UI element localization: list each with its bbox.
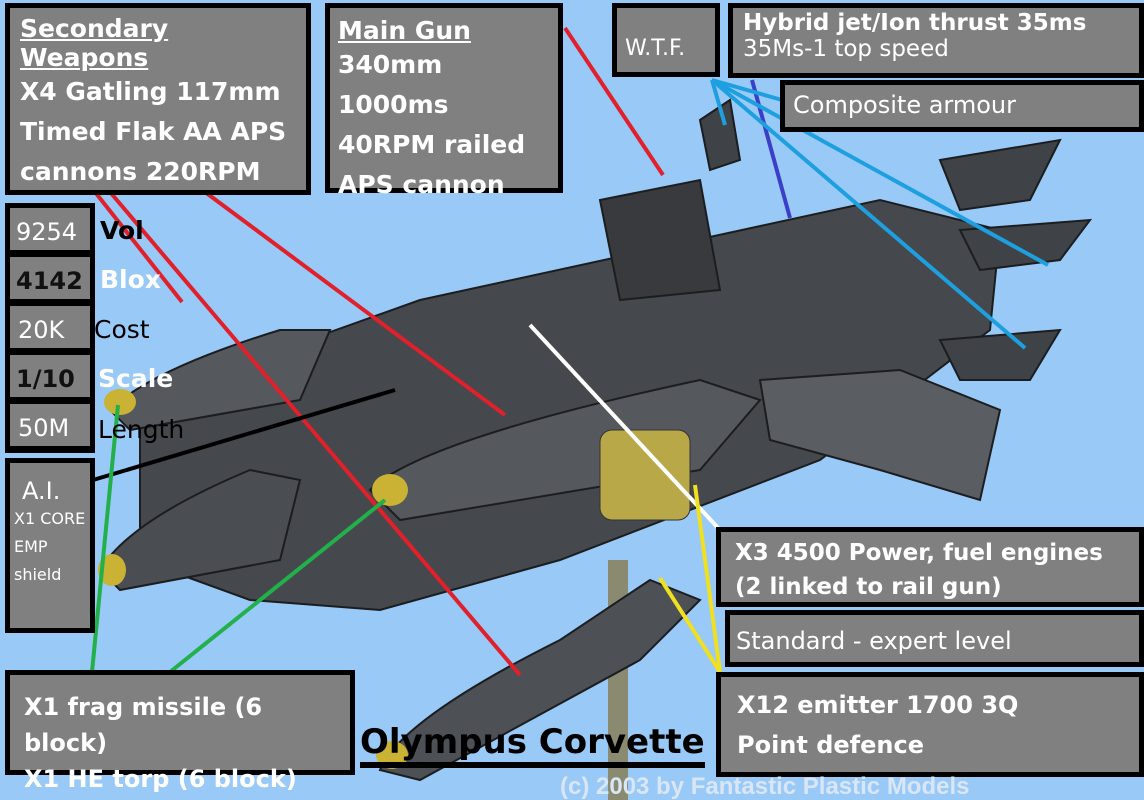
stat-cost-value: 20K — [5, 301, 95, 353]
wtf-box: W.T.F. — [612, 3, 720, 77]
page-title: Olympus Corvette — [360, 722, 705, 768]
main-gun-line: APS cannon — [338, 170, 505, 199]
main-gun-line: 40RPM railed — [338, 130, 526, 159]
ai-box: A.I. X1 CORE EMP shield — [5, 458, 95, 633]
thrust-line2: 35Ms-1 top speed — [743, 36, 949, 62]
thrust-line1: Hybrid jet/Ion thrust 35ms — [743, 10, 1087, 36]
secondary-line: Timed Flak AA APS — [20, 117, 287, 146]
watermark: (c) 2003 by Fantastic Plastic Models — [560, 773, 970, 800]
power-box: X3 4500 Power, fuel engines (2 linked to… — [716, 527, 1144, 607]
missiles-line2: X1 HE torp (6 block) — [24, 765, 297, 793]
crew-level-box: Standard - expert level — [725, 610, 1144, 667]
main-gun-box: Main Gun 340mm 1000ms 40RPM railed APS c… — [325, 3, 563, 199]
stat-vol-value: 9254 — [5, 203, 95, 255]
missiles-box: X1 frag missile (6 block) X1 HE torp (6 … — [5, 670, 355, 793]
stat-vol-label: Vol — [100, 216, 144, 245]
stat-length-value: 50M — [5, 399, 95, 451]
thrust-box: Hybrid jet/Ion thrust 35ms 35Ms-1 top sp… — [728, 3, 1144, 78]
armour-box: Composite armour — [780, 80, 1144, 132]
secondary-weapons-title: Secondary Weapons — [20, 14, 169, 72]
stat-length-label: Length — [98, 415, 185, 444]
main-gun-title: Main Gun — [338, 16, 471, 45]
secondary-weapons-box: Secondary Weapons X4 Gatling 117mm Timed… — [5, 3, 311, 195]
ai-line: EMP — [14, 537, 48, 556]
pd-line1: X12 emitter 1700 3Q — [737, 691, 1019, 719]
power-line2: (2 linked to rail gun) — [735, 574, 1002, 600]
stat-blox-value: 4142 — [5, 252, 95, 304]
secondary-line: cannons 220RPM — [20, 157, 261, 186]
point-defence-box: X12 emitter 1700 3Q Point defence — [716, 672, 1144, 777]
ai-title: A.I. — [22, 477, 61, 505]
power-line1: X3 4500 Power, fuel engines — [735, 540, 1103, 566]
stat-blox-label: Blox — [100, 265, 161, 294]
ai-line: X1 CORE — [14, 509, 86, 528]
secondary-line: X4 Gatling 117mm — [20, 77, 281, 106]
ai-line: shield — [14, 565, 62, 584]
stat-scale-value: 1/10 — [5, 350, 95, 402]
stat-cost-label: Cost — [94, 315, 150, 344]
pd-line2: Point defence — [737, 731, 924, 759]
missiles-line1: X1 frag missile (6 block) — [24, 693, 263, 757]
main-gun-line: 340mm 1000ms — [338, 50, 449, 119]
stat-scale-label: Scale — [98, 364, 174, 393]
